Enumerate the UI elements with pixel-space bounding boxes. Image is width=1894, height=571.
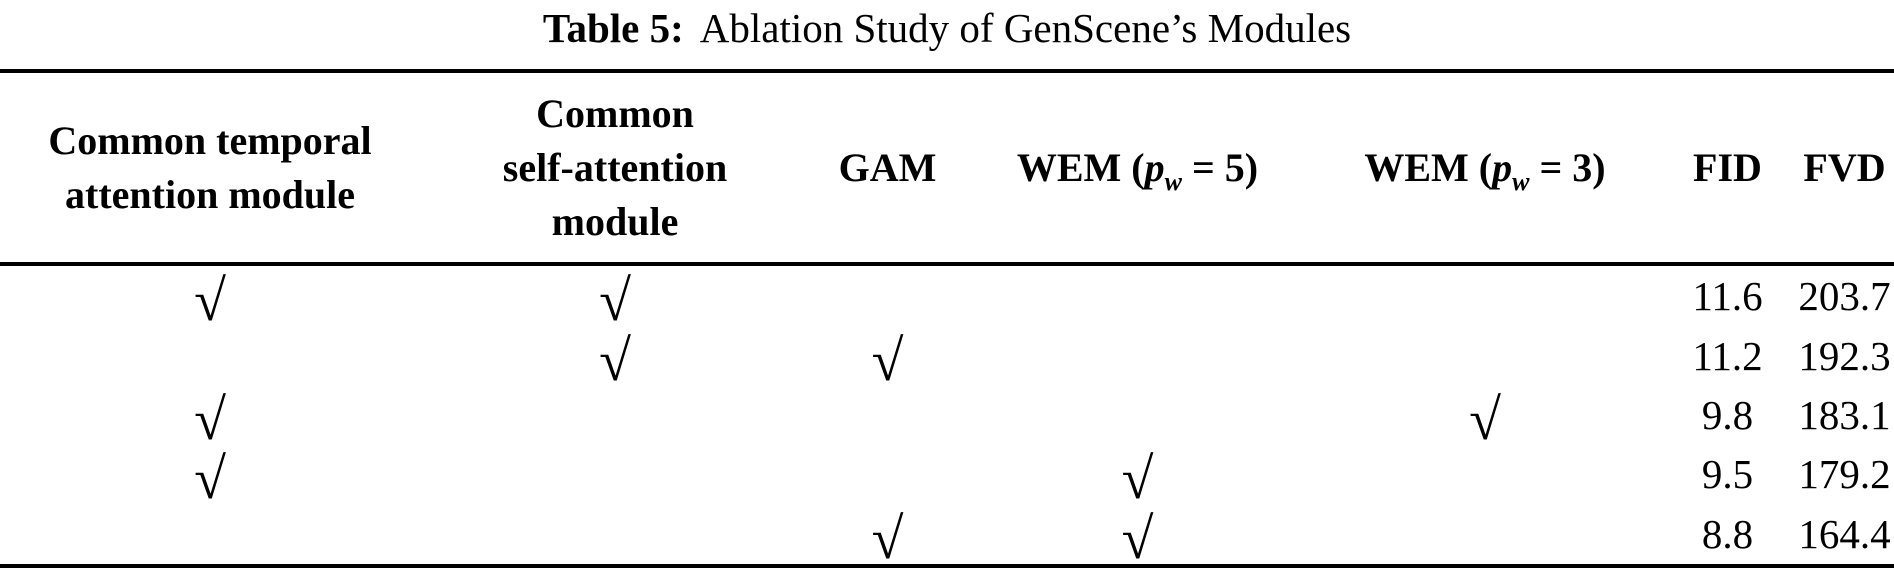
checkmark-cell: √ bbox=[194, 386, 226, 452]
table-caption: Table 5: Ablation Study of GenScene’s Mod… bbox=[0, 2, 1894, 54]
fid-value-cell: 9.8 bbox=[1701, 391, 1754, 438]
checkmark-cell bbox=[1310, 504, 1660, 566]
math-var: p bbox=[1492, 144, 1513, 190]
math-post: = 3) bbox=[1529, 144, 1606, 190]
checkmark-cell bbox=[420, 385, 810, 444]
checkmark-cell bbox=[810, 445, 965, 504]
header-line: self-attention bbox=[502, 144, 728, 190]
header-line: Common bbox=[536, 90, 694, 136]
checkmark-cell bbox=[810, 385, 965, 444]
table-row: √ √ 11.6 203.7 bbox=[0, 264, 1894, 333]
header-label: FVD bbox=[1803, 144, 1886, 190]
header-line: attention module bbox=[65, 171, 355, 217]
header-line: Common temporal bbox=[48, 117, 372, 163]
column-header-fvd: FVD bbox=[1795, 71, 1894, 264]
math-var: p bbox=[1144, 144, 1165, 190]
checkmark-cell bbox=[0, 504, 420, 566]
checkmark-cell: √ bbox=[1121, 506, 1154, 571]
header-label: GAM bbox=[838, 144, 937, 190]
checkmark-cell bbox=[965, 264, 1310, 326]
checkmark-cell bbox=[0, 326, 420, 385]
checkmark-cell bbox=[965, 326, 1310, 385]
checkmark-cell bbox=[1310, 445, 1660, 504]
column-header-gam: GAM bbox=[810, 71, 965, 264]
math-subscript: w bbox=[1512, 166, 1530, 196]
checkmark-cell bbox=[1310, 264, 1660, 326]
fvd-value-cell: 192.3 bbox=[1798, 332, 1891, 379]
checkmark-cell: √ bbox=[871, 327, 904, 393]
checkmark-cell: √ bbox=[599, 267, 631, 333]
fvd-value-cell: 179.2 bbox=[1798, 451, 1891, 498]
checkmark-cell bbox=[810, 264, 965, 326]
checkmark-cell bbox=[1310, 326, 1660, 385]
table-caption-label: Table 5: bbox=[542, 5, 684, 51]
fvd-value-cell: 164.4 bbox=[1798, 511, 1891, 558]
checkmark-cell: √ bbox=[194, 446, 226, 512]
checkmark-cell bbox=[420, 504, 810, 566]
table-caption-text: Ablation Study of GenScene’s Modules bbox=[699, 5, 1352, 51]
math-subscript: w bbox=[1164, 166, 1182, 196]
checkmark-cell: √ bbox=[1469, 386, 1501, 452]
header-label: FID bbox=[1693, 144, 1762, 190]
checkmark-cell: √ bbox=[871, 506, 904, 571]
column-header-common-self-attention-module: Common self-attention module bbox=[420, 71, 810, 264]
ablation-table: Common temporal attention module Common … bbox=[0, 69, 1894, 568]
column-header-fid: FID bbox=[1660, 71, 1795, 264]
fid-value-cell: 8.8 bbox=[1701, 511, 1754, 558]
fid-value-cell: 11.6 bbox=[1692, 272, 1763, 319]
fid-value-cell: 9.5 bbox=[1701, 451, 1754, 498]
column-header-common-temporal-attention-module: Common temporal attention module bbox=[0, 71, 420, 264]
math-pre: WEM ( bbox=[1364, 144, 1493, 190]
checkmark-cell: √ bbox=[1121, 446, 1154, 512]
checkmark-cell: √ bbox=[599, 327, 631, 393]
table-row: √ √ 9.5 179.2 bbox=[0, 445, 1894, 512]
checkmark-cell: √ bbox=[194, 267, 226, 333]
fvd-value-cell: 203.7 bbox=[1798, 272, 1891, 319]
table-row: √ √ 8.8 164.4 bbox=[0, 504, 1894, 571]
fvd-value-cell: 183.1 bbox=[1798, 391, 1891, 438]
math-pre: WEM ( bbox=[1016, 144, 1145, 190]
checkmark-cell bbox=[965, 385, 1310, 444]
fid-value-cell: 11.2 bbox=[1692, 332, 1763, 379]
column-header-wem-pw-5: WEM (pw = 5) bbox=[965, 71, 1310, 264]
table-row: √ √ 11.2 192.3 bbox=[0, 326, 1894, 393]
checkmark-cell bbox=[420, 445, 810, 504]
table-row: √ √ 9.8 183.1 bbox=[0, 385, 1894, 452]
header-line: module bbox=[551, 198, 679, 244]
math-post: = 5) bbox=[1181, 144, 1259, 190]
header-row: Common temporal attention module Common … bbox=[0, 71, 1894, 264]
column-header-wem-pw-3: WEM (pw = 3) bbox=[1310, 71, 1660, 264]
